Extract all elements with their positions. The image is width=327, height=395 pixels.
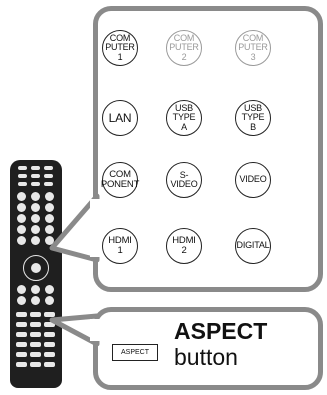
aspect-title: ASPECT — [174, 318, 268, 344]
input-button-label: COM PUTER 2 — [169, 32, 199, 62]
input-button-label: USB TYPE A — [172, 102, 196, 132]
remote-key — [30, 312, 41, 317]
remote-key — [31, 285, 40, 294]
input-button-9[interactable]: HDMI 1 — [102, 228, 138, 264]
input-button-11[interactable]: DIGITAL — [235, 228, 271, 264]
input-button-7[interactable]: S-VIDEO — [166, 162, 202, 198]
remote-dpad — [23, 255, 49, 281]
input-button-label: DIGITAL — [236, 240, 270, 251]
input-button-label: COM PONENT — [100, 169, 140, 190]
input-button-label: VIDEO — [239, 174, 267, 185]
remote-key — [44, 174, 53, 178]
remote-key — [16, 362, 27, 367]
remote-key — [18, 174, 27, 178]
remote-key — [17, 214, 26, 223]
remote-key — [45, 203, 54, 212]
remote-key — [17, 236, 26, 245]
remote-key — [16, 312, 27, 317]
remote-key — [17, 296, 26, 305]
remote-key — [30, 342, 41, 347]
input-button-label: COM PUTER 1 — [105, 32, 135, 62]
remote-key — [31, 214, 40, 223]
remote-key — [31, 225, 40, 234]
remote-key — [17, 192, 26, 201]
remote-key — [16, 352, 27, 357]
input-button-2[interactable]: COM PUTER 3 — [235, 30, 271, 66]
input-button-5[interactable]: USB TYPE B — [235, 100, 271, 136]
remote-key — [44, 342, 55, 347]
remote-key — [44, 182, 53, 186]
input-button-label: LAN — [108, 111, 132, 125]
remote-key — [16, 332, 27, 337]
remote-key — [31, 174, 40, 178]
aspect-key-icon[interactable]: ASPECT — [112, 344, 158, 361]
remote-key — [31, 296, 40, 305]
remote-key — [30, 322, 41, 327]
remote-key — [44, 352, 55, 357]
remote-key — [31, 182, 40, 186]
aspect-subtitle: button — [174, 344, 238, 370]
remote-key — [44, 362, 55, 367]
remote-key — [18, 166, 27, 170]
remote-key — [45, 285, 54, 294]
input-button-0[interactable]: COM PUTER 1 — [102, 30, 138, 66]
remote-key — [31, 236, 40, 245]
remote-key — [31, 203, 40, 212]
remote-key — [45, 296, 54, 305]
remote-key — [45, 236, 54, 245]
remote-dpad-center — [31, 263, 41, 273]
remote-key — [44, 322, 55, 327]
remote-key — [17, 225, 26, 234]
input-button-label: HDMI 2 — [172, 235, 196, 256]
remote-key — [31, 166, 40, 170]
input-button-10[interactable]: HDMI 2 — [166, 228, 202, 264]
remote-key — [30, 332, 41, 337]
remote-key — [16, 342, 27, 347]
input-button-3[interactable]: LAN — [102, 100, 138, 136]
remote-key — [45, 192, 54, 201]
input-button-label: HDMI 1 — [108, 235, 132, 256]
remote-key — [31, 192, 40, 201]
remote-key — [44, 166, 53, 170]
input-button-label: S-VIDEO — [170, 169, 198, 189]
input-button-4[interactable]: USB TYPE A — [166, 100, 202, 136]
remote-key — [30, 362, 41, 367]
input-button-1[interactable]: COM PUTER 2 — [166, 30, 202, 66]
input-button-label: COM PUTER 3 — [238, 32, 268, 62]
remote-control-illustration — [10, 160, 62, 388]
remote-key — [44, 312, 55, 317]
input-button-label: USB TYPE B — [241, 102, 265, 132]
remote-key — [45, 225, 54, 234]
remote-key — [16, 322, 27, 327]
remote-key — [17, 203, 26, 212]
input-button-8[interactable]: VIDEO — [235, 162, 271, 198]
input-button-6[interactable]: COM PONENT — [100, 162, 140, 198]
remote-key — [17, 285, 26, 294]
remote-key — [45, 214, 54, 223]
remote-key — [18, 182, 27, 186]
remote-key — [30, 352, 41, 357]
remote-key — [44, 332, 55, 337]
